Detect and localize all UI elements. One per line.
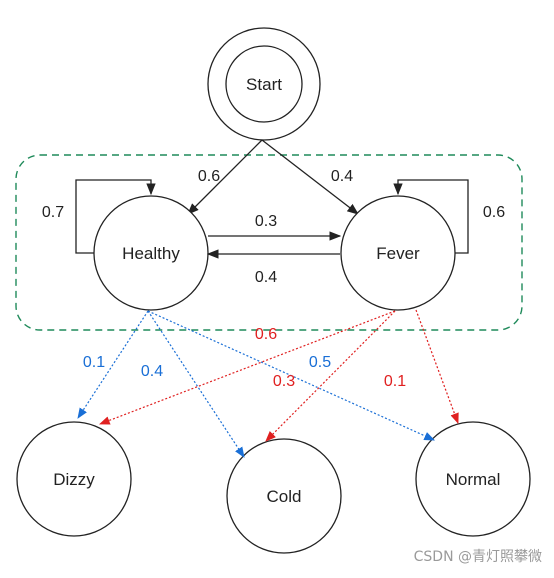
edge-fever-fever — [393, 179, 469, 254]
label-fever-dizzy: 0.6 — [255, 326, 277, 343]
label-start-fever: 0.4 — [331, 168, 353, 185]
edge-fever-cold — [265, 310, 396, 442]
edge-healthy-cold — [147, 310, 245, 458]
start-node: Start — [207, 27, 321, 141]
label-healthy-fever: 0.3 — [255, 213, 277, 230]
edge-start-healthy — [187, 139, 263, 215]
edge-healthy-normal — [147, 310, 435, 441]
edge-fever-dizzy — [98, 310, 396, 425]
label-start-healthy: 0.6 — [198, 168, 220, 185]
healthy-node-label: Healthy — [122, 244, 180, 263]
normal-node: Normal — [415, 421, 531, 537]
label-healthy-dizzy: 0.1 — [83, 354, 105, 371]
edge-start-fever — [261, 139, 359, 215]
label-fever-cold: 0.3 — [273, 373, 295, 390]
dizzy-node: Dizzy — [16, 421, 132, 537]
label-healthy-cold: 0.4 — [141, 363, 163, 380]
edge-healthy-healthy — [75, 179, 156, 254]
edge-fever-normal — [415, 309, 459, 425]
dizzy-node-label: Dizzy — [53, 470, 95, 489]
cold-node-label: Cold — [267, 487, 302, 506]
fever-node: Fever — [340, 195, 456, 311]
fever-node-label: Fever — [376, 244, 420, 263]
normal-node-label: Normal — [446, 470, 501, 489]
watermark-text: CSDN @青灯照攀微 — [414, 549, 542, 565]
label-fever-fever: 0.6 — [483, 204, 505, 221]
label-healthy-normal: 0.5 — [309, 354, 331, 371]
hidden-states-box — [15, 154, 523, 331]
healthy-node: Healthy — [93, 195, 209, 311]
label-fever-normal: 0.1 — [384, 373, 406, 390]
edge-healthy-dizzy — [77, 310, 149, 419]
start-node-label: Start — [246, 75, 282, 94]
label-fever-healthy: 0.4 — [255, 269, 277, 286]
label-healthy-healthy: 0.7 — [42, 204, 64, 221]
cold-node: Cold — [226, 438, 342, 554]
